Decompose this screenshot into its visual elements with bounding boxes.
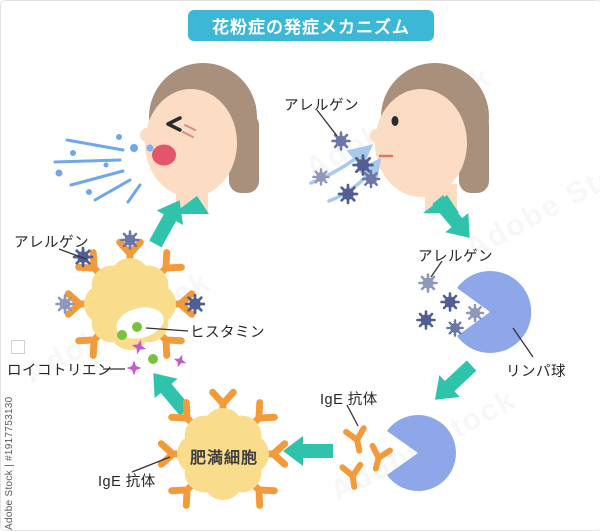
- pointer-line: [58, 109, 534, 473]
- nose: [140, 128, 154, 142]
- watermark-id-text: Adobe Stock | #1917753130: [4, 396, 15, 530]
- label-allergen-right: アレルゲン: [418, 249, 493, 265]
- lymphocyte-cell: [457, 271, 532, 353]
- label-mast-cell: 肥満細胞: [189, 450, 258, 467]
- label-lymphocyte: リンパ球: [506, 364, 566, 380]
- arrow-step-icon: [283, 436, 333, 466]
- ige-antibody-icon: [342, 428, 390, 488]
- face: [375, 89, 467, 197]
- label-allergen-top: アレルゲン: [284, 98, 359, 114]
- sneeze-spray-icon: [53, 138, 142, 204]
- label-ige-left: IgE 抗体: [98, 474, 156, 490]
- collar: [173, 196, 209, 214]
- label-allergen-left: アレルゲン: [14, 235, 89, 251]
- closed-eye-icon: [166, 116, 182, 132]
- person-inhaling: [370, 63, 489, 214]
- arrow-step-icon: [424, 354, 482, 411]
- allergen-particle-icon: [312, 131, 381, 205]
- nose-drip-icon: [146, 144, 154, 152]
- activated-mast-cell: [55, 230, 206, 376]
- plasma-cell: [387, 415, 456, 491]
- nose: [370, 129, 384, 143]
- label-ige-right: IgE 抗体: [320, 392, 378, 408]
- diagram-title: 花粉症の発症メカニズム: [188, 10, 434, 41]
- face: [145, 89, 237, 197]
- open-mouth: [152, 144, 176, 166]
- watermark-square-icon: [11, 340, 25, 354]
- person-sneezing: [53, 63, 259, 214]
- label-leukotriene: ロイコトリエン: [7, 363, 112, 379]
- label-histamine: ヒスタミン: [190, 325, 265, 341]
- eye-icon: [391, 116, 399, 126]
- sneeze-droplets-icon: [55, 134, 138, 195]
- histamine-icon: [117, 322, 158, 364]
